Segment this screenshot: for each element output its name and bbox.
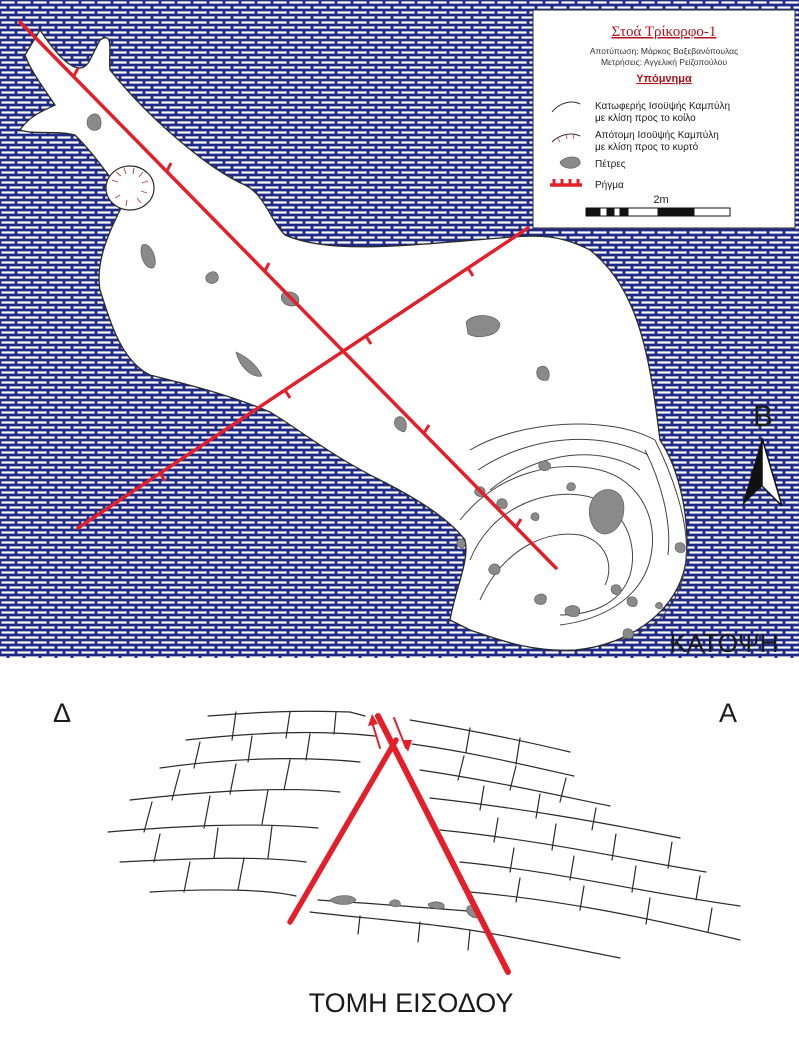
fault-ticks (72, 67, 523, 528)
legend-item-3-label: Πέτρες (595, 158, 626, 170)
fault-line-cross (76, 226, 530, 530)
stone (394, 416, 407, 433)
section-view: Δ Α (53, 698, 741, 1018)
legend-item-1-line1: Κατωφερής Ισοϋψής Καμπύλη (595, 100, 730, 112)
legend-item-4-label: Ρήγμα (595, 179, 624, 191)
north-arrow-icon (742, 437, 783, 507)
stone (534, 593, 547, 605)
stone (536, 365, 550, 381)
section-faults (287, 713, 511, 975)
plan-view-label: ΚΑΤΟΨΗ (670, 628, 779, 658)
stone (456, 538, 466, 549)
plan-faults (18, 20, 558, 570)
stone (389, 899, 401, 908)
stone (622, 628, 634, 639)
stone (674, 542, 686, 553)
stone (329, 895, 357, 905)
legend-item-2-line1: Απότομη Ισοϋψής Καμπύλη (595, 129, 719, 141)
fault-line-main (18, 20, 558, 570)
fault-line-west (287, 737, 399, 925)
stone (538, 460, 551, 471)
stone (496, 498, 508, 509)
legend-title: Στοά Τρίκορφο-1 (612, 24, 717, 40)
stone (626, 596, 638, 607)
plan-bottom-clip (0, 658, 799, 690)
stone (235, 351, 263, 377)
stone (427, 901, 445, 910)
section-west-label: Δ (53, 698, 71, 728)
stone (530, 512, 540, 521)
contour-concave-icon (551, 101, 581, 113)
stone (566, 482, 576, 491)
rock-strata (107, 710, 741, 959)
pit-steep-contour (105, 165, 155, 211)
section-east-label: Α (719, 698, 737, 728)
stones (86, 113, 686, 639)
stone (205, 271, 219, 284)
legend-panel: Στοά Τρίκορφο-1 Αποτύπωση: Μάρκος Βαξεβα… (532, 9, 796, 229)
section-stones (329, 895, 480, 919)
stone (610, 584, 622, 595)
scale-label: 2m (653, 194, 668, 206)
legend-item-2-line2: με κλίση προς το κυρτό (595, 141, 699, 153)
legend-credit-survey: Αποτύπωση: Μάρκος Βαξεβανόπουλας (590, 46, 738, 56)
stone (488, 563, 501, 575)
stone (465, 315, 501, 337)
legend-item-1-line2: με κλίση προς το κοίλο (595, 112, 696, 124)
legend-box (532, 9, 796, 229)
stone (140, 244, 156, 269)
stone-icon (559, 156, 581, 169)
section-view-label: ΤΟΜΗ ΕΙΣΟΔΟΥ (309, 988, 514, 1018)
stone (564, 605, 581, 617)
fault-displacement-arrows (368, 714, 412, 752)
legend-credit-measure: Μετρήσεις: Αγγελική Ρείζοπούλου (601, 57, 727, 67)
legend-heading: Υπόμνημα (636, 73, 692, 85)
north-label: Β (753, 400, 773, 433)
stone (588, 489, 625, 535)
fault-line-east (375, 713, 511, 975)
scale-bar (585, 207, 731, 217)
stone (86, 113, 102, 131)
fault-icon (550, 179, 582, 187)
contour-steep-icon (551, 133, 581, 143)
stone (655, 602, 663, 609)
